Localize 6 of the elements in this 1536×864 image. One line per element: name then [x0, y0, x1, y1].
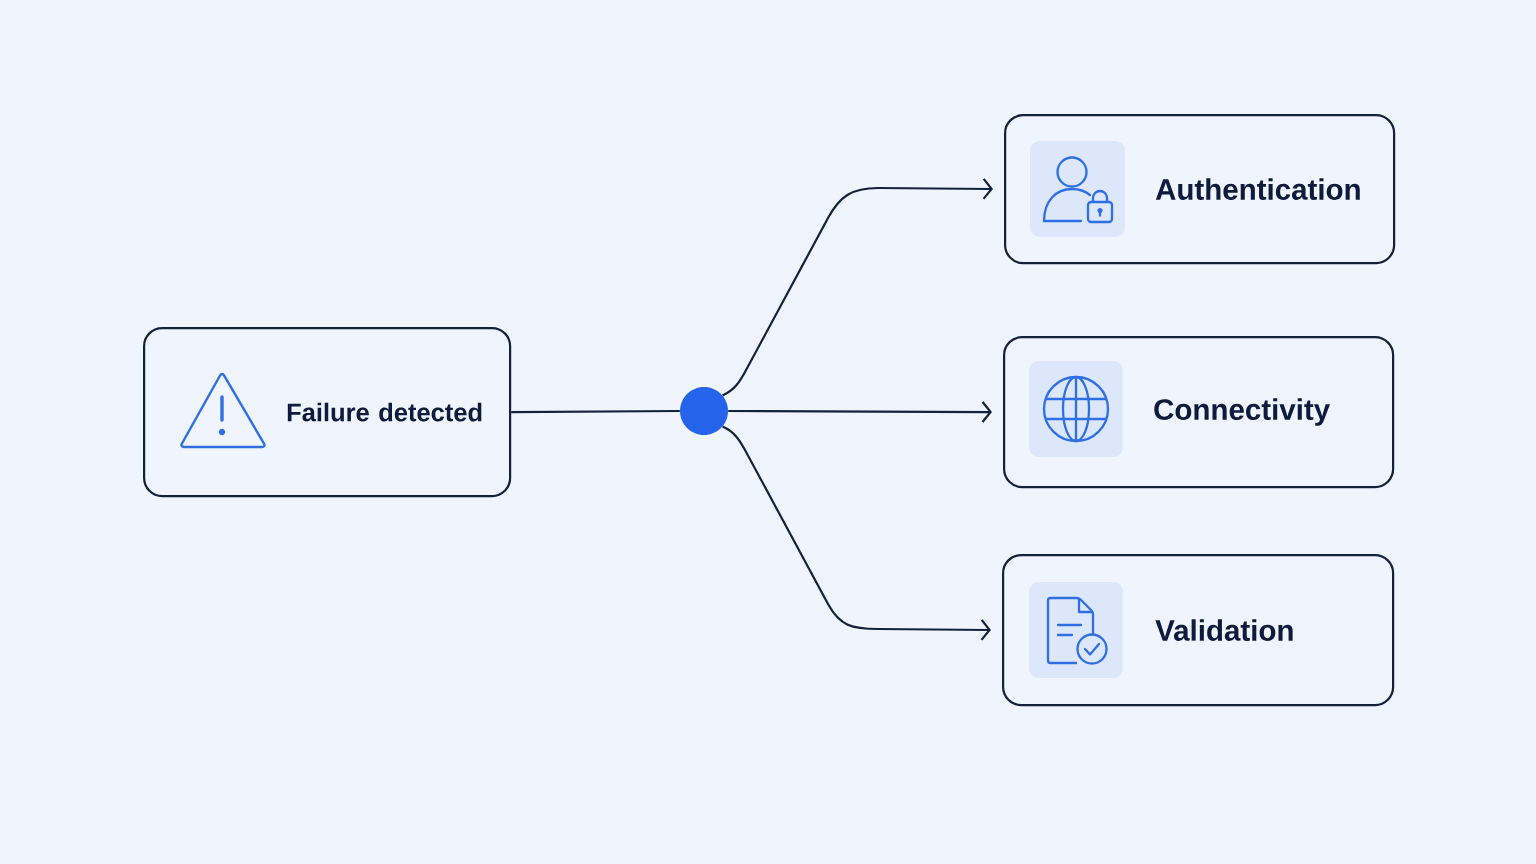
arrow — [722, 178, 993, 397]
junction-dot — [680, 387, 728, 435]
connector-line — [511, 409, 680, 414]
arrow — [728, 401, 992, 423]
process-box: Failure detected — [143, 327, 512, 498]
arrow — [722, 425, 991, 641]
